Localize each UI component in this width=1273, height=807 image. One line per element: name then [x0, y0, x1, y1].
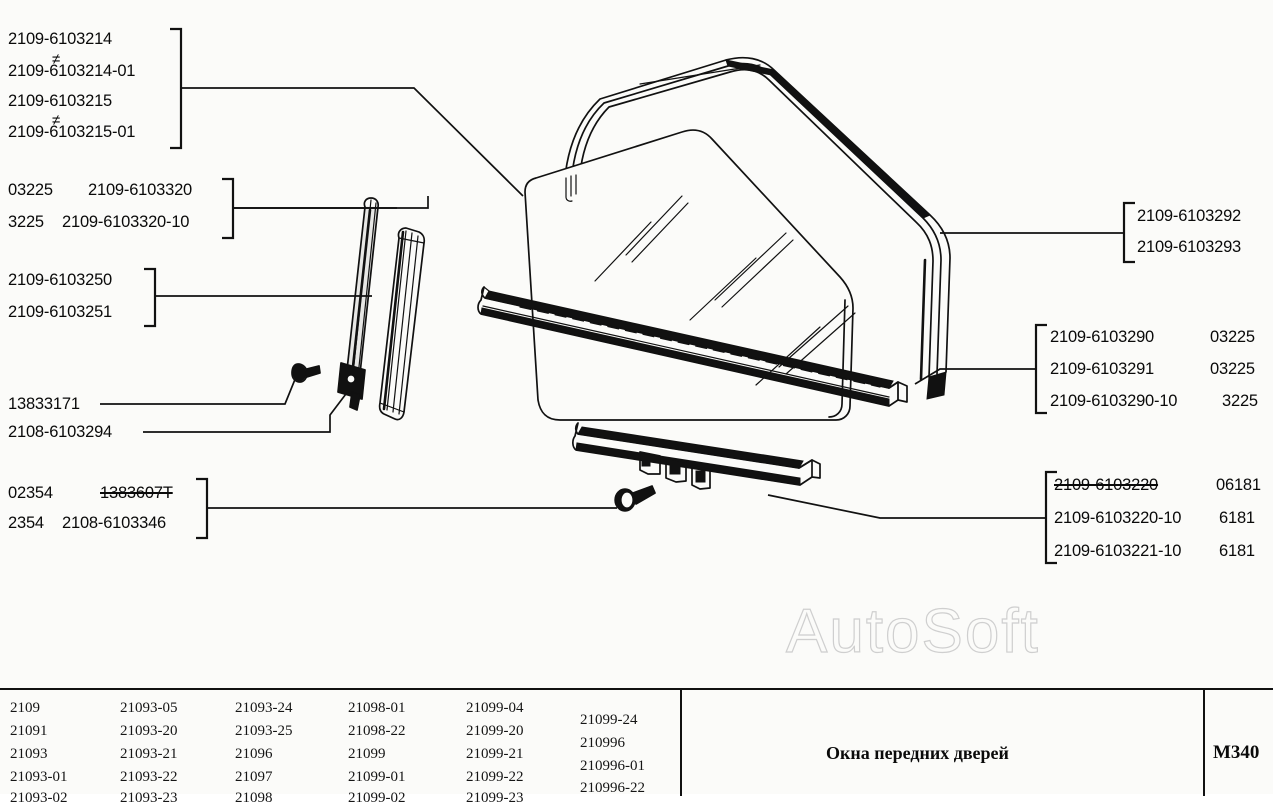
- table-cell: 21099-23: [466, 790, 524, 806]
- table-cell: 21093-20: [120, 723, 178, 739]
- qty-03225-c: 03225: [1210, 360, 1255, 378]
- table-cell: 21098-01: [348, 700, 406, 716]
- glass-run-channel-part: [378, 227, 426, 421]
- callout-2109-6103293: 2109-6103293: [1137, 238, 1242, 256]
- table-cell: 21099-20: [466, 723, 524, 739]
- table-divider-2: [1203, 690, 1205, 796]
- callout-2109-6103290-10: 2109-6103290-10: [1050, 392, 1178, 410]
- leader-right-seal-group: [940, 201, 1135, 264]
- table-cell: 210996: [580, 735, 625, 751]
- callout-2109-6103320: 2109-6103320: [88, 181, 193, 199]
- table-cell: 21093-02: [10, 790, 68, 806]
- callout-1383607T: 1383607Т: [100, 484, 173, 502]
- table-cell: 21099-02: [348, 790, 406, 806]
- outer-belt-weatherstrip-part: [477, 286, 908, 407]
- table-cell: 21093-25: [235, 723, 293, 739]
- table-cell: 21093-22: [120, 769, 178, 785]
- table-cell: 21099-24: [580, 712, 638, 728]
- table-cell: 21099-22: [466, 769, 524, 785]
- table-cell: 21093-01: [10, 769, 68, 785]
- not-equal-icon-1: ≠: [52, 51, 61, 68]
- callout-2109-6103291: 2109-6103291: [1050, 360, 1155, 378]
- callout-2109-6103251: 2109-6103251: [8, 303, 113, 321]
- table-cell: 21093: [10, 746, 48, 762]
- callout-2109-6103214: 2109-6103214: [8, 30, 113, 48]
- door-glass-part: [524, 129, 856, 421]
- leader-screw: [100, 371, 299, 405]
- callout-2108-6103346: 2108-6103346: [62, 514, 167, 532]
- table-cell: 2109: [10, 700, 40, 716]
- table-cell: 21093-21: [120, 746, 178, 762]
- callout-2109-6103292: 2109-6103292: [1137, 207, 1242, 225]
- door-frame-seal-part: [563, 56, 951, 400]
- page-code: M340: [1213, 742, 1260, 763]
- clip-fastener-part: [614, 485, 656, 512]
- qty-2354: 2354: [8, 514, 44, 532]
- callout-2109-6103220: 2109-6103220: [1054, 476, 1159, 494]
- lower-glass-run-part: [572, 422, 821, 490]
- callout-2109-6103215-01: 2109-6103215-01: [8, 123, 136, 141]
- table-divider-1: [680, 690, 682, 796]
- qty-03225-a: 03225: [8, 181, 53, 199]
- callout-2109-6103250: 2109-6103250: [8, 271, 113, 289]
- qty-6181-a: 6181: [1219, 509, 1255, 527]
- table-cell: 210996-01: [580, 758, 645, 774]
- table-cell: 21093-23: [120, 790, 178, 806]
- leader-bracket: [143, 381, 356, 433]
- qty-02354: 02354: [8, 484, 53, 502]
- qty-3225-a: 3225: [8, 213, 44, 231]
- table-cell: 21099-21: [466, 746, 524, 762]
- callout-2108-6103294: 2108-6103294: [8, 423, 113, 441]
- table-cell: 21093-05: [120, 700, 178, 716]
- leader-channel-group: [144, 267, 372, 328]
- callout-2109-6103320-10: 2109-6103320-10: [62, 213, 190, 231]
- callout-2109-6103221-10: 2109-6103221-10: [1054, 542, 1182, 560]
- callout-2109-6103215: 2109-6103215: [8, 92, 113, 110]
- qty-3225-b: 3225: [1222, 392, 1258, 410]
- table-cell: 21099-04: [466, 700, 524, 716]
- callout-2109-6103214-01: 2109-6103214-01: [8, 62, 136, 80]
- leader-clip-group: [196, 477, 617, 540]
- leader-guide-group-2: [233, 196, 429, 209]
- table-cell: 210996-22: [580, 780, 645, 796]
- screw-part: [291, 363, 321, 383]
- callout-2109-6103290: 2109-6103290: [1050, 328, 1155, 346]
- qty-03225-b: 03225: [1210, 328, 1255, 346]
- table-cell: 21093-24: [235, 700, 293, 716]
- table-cell: 21097: [235, 769, 273, 785]
- table-cell: 21099-01: [348, 769, 406, 785]
- qty-6181-b: 6181: [1219, 542, 1255, 560]
- qty-06181: 06181: [1216, 476, 1261, 494]
- callout-2109-6103220-10: 2109-6103220-10: [1054, 509, 1182, 527]
- window-guide-rail-part: [337, 197, 380, 411]
- callout-13833171: 13833171: [8, 395, 80, 413]
- table-cell: 21091: [10, 723, 48, 739]
- page-title: Окна передних дверей: [826, 743, 1009, 763]
- table-cell: 21099: [348, 746, 386, 762]
- leader-right-glass-group: [767, 470, 1057, 565]
- leader-right-outer-group: [914, 323, 1047, 415]
- applicability-table: 2109 21091 21093 21093-01 21093-02 21093…: [0, 688, 1273, 806]
- table-cell: 21098-22: [348, 723, 406, 739]
- leader-top-left-group: [170, 27, 524, 197]
- table-cell: 21096: [235, 746, 273, 762]
- table-cell: 21098: [235, 790, 273, 806]
- not-equal-icon-2: ≠: [52, 112, 61, 129]
- autosoft-watermark: AutoSoft: [785, 596, 1040, 666]
